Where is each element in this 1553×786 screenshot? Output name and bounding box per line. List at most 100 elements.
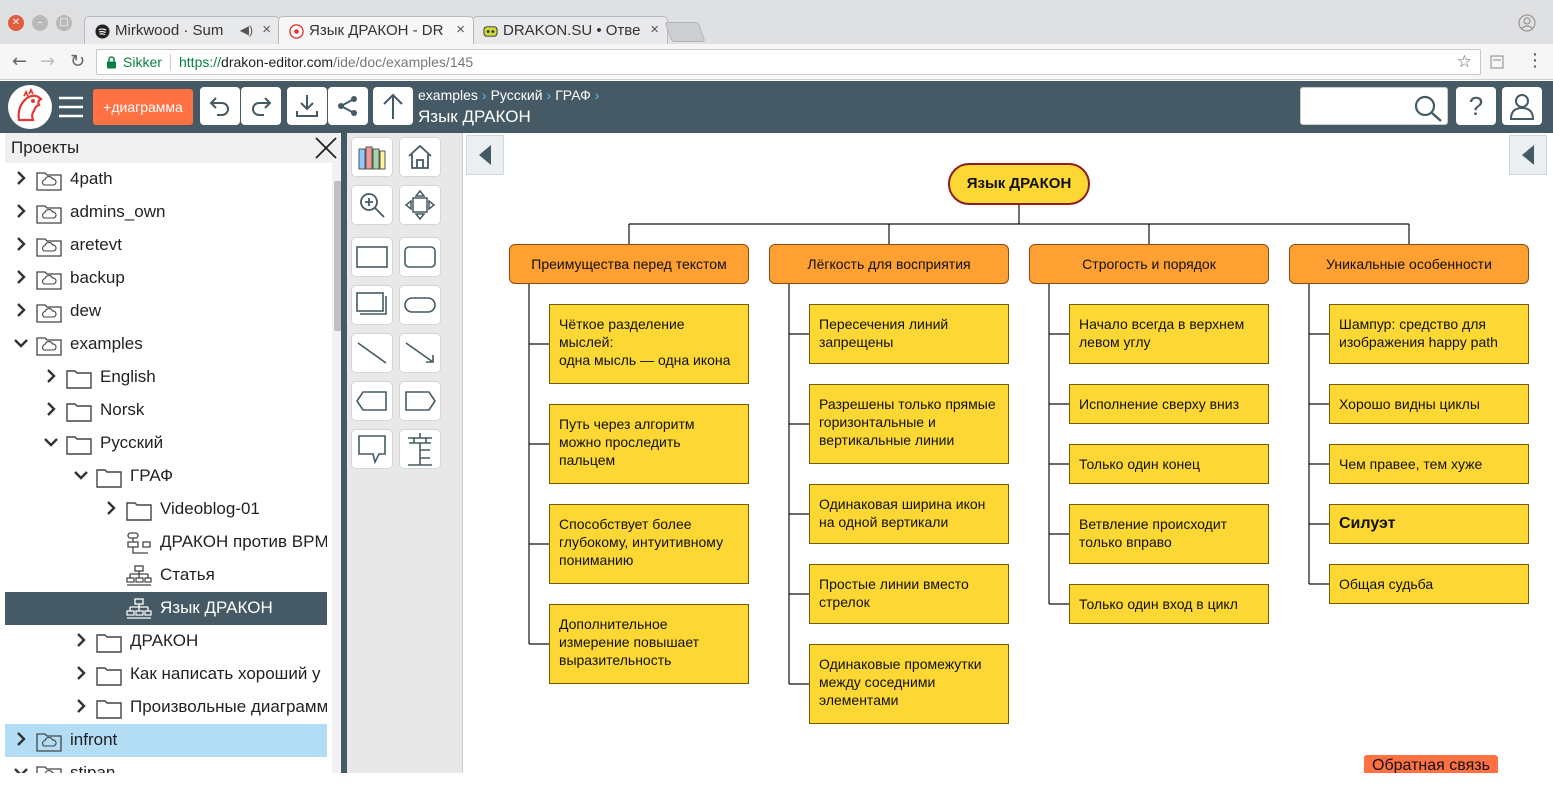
leaf-node[interactable]: Одинаковая ширина икон на одной вертикал… — [809, 484, 1009, 544]
root-node[interactable]: Язык ДРАКОН — [948, 163, 1090, 205]
chevron-right-icon[interactable] — [13, 730, 29, 748]
leaf-node[interactable]: Ветвление происходит только вправо — [1069, 504, 1269, 564]
stacked-rectangle-tool-button[interactable] — [351, 285, 393, 325]
share-button[interactable] — [328, 87, 368, 125]
leaf-node[interactable]: Исполнение сверху вниз — [1069, 384, 1269, 424]
chevron-right-icon[interactable] — [43, 400, 59, 418]
tree-item-project[interactable]: admins_own — [5, 196, 327, 229]
tab-close-icon[interactable]: × — [650, 21, 659, 38]
profile-icon[interactable] — [1518, 14, 1536, 32]
window-close-button[interactable]: ✕ — [8, 15, 24, 31]
chevron-right-icon[interactable] — [73, 697, 89, 715]
chevron-right-icon[interactable] — [13, 202, 29, 220]
column-header[interactable]: Лёгкость для восприятия — [769, 244, 1009, 284]
reload-icon[interactable]: ↻ — [70, 51, 86, 72]
chevron-right-icon[interactable] — [73, 664, 89, 682]
rectangle-tool-button[interactable] — [351, 237, 393, 277]
collapse-left-panel-button[interactable] — [466, 135, 504, 175]
chevron-right-icon[interactable] — [43, 367, 59, 385]
browser-tab-drakon-su[interactable]: DRAKON.SU • Отве × — [472, 16, 668, 44]
tree-item-project[interactable]: infront — [5, 724, 327, 757]
right-tag-tool-button[interactable] — [399, 381, 441, 421]
chevron-down-icon[interactable] — [13, 334, 29, 352]
line-tool-button[interactable] — [351, 333, 393, 373]
bookmark-star-icon[interactable]: ☆ — [1456, 52, 1472, 71]
arrow-tool-button[interactable] — [399, 333, 441, 373]
browser-menu-icon[interactable]: ⋮ — [1526, 50, 1544, 71]
rounded-rectangle-tool-button[interactable] — [399, 237, 441, 277]
leaf-node[interactable]: Только один конец — [1069, 444, 1269, 484]
tree-item-project[interactable]: dew — [5, 295, 327, 328]
leaf-node[interactable]: Чёткое разделение мыслей: одна мысль — о… — [549, 304, 749, 384]
forward-arrow-icon[interactable]: → — [40, 51, 56, 72]
leaf-node[interactable]: Пересечения линий запрещены — [809, 304, 1009, 364]
hamburger-menu-icon[interactable] — [58, 95, 84, 119]
redo-button[interactable] — [241, 87, 281, 125]
tree-item-folder[interactable]: ДРАКОН — [5, 625, 327, 658]
tab-close-icon[interactable]: × — [262, 21, 271, 38]
feedback-button[interactable]: Обратная связь — [1364, 755, 1498, 773]
tree-item-folder[interactable]: Русский — [5, 427, 327, 460]
tree-item-folder[interactable]: Videoblog-01 — [5, 493, 327, 526]
user-button[interactable] — [1502, 87, 1542, 125]
tree-item-project[interactable]: aretevt — [5, 229, 327, 262]
tab-close-icon[interactable]: × — [456, 21, 465, 38]
tree-item-folder[interactable]: ГРАФ — [5, 460, 327, 493]
column-header[interactable]: Уникальные особенности — [1289, 244, 1529, 284]
chevron-right-icon[interactable] — [73, 631, 89, 649]
leaf-node[interactable]: Силуэт — [1329, 504, 1529, 544]
close-icon[interactable] — [314, 136, 338, 160]
leaf-node[interactable]: Дополнительное измерение повышает вырази… — [549, 604, 749, 684]
leaf-node[interactable]: Разрешены только прямые горизонтальные и… — [809, 384, 1009, 464]
zoom-tool-button[interactable] — [351, 185, 393, 225]
tree-item-graph[interactable]: Язык ДРАКОН — [5, 592, 327, 625]
leaf-node[interactable]: Способствует более глубокому, интуитивно… — [549, 504, 749, 584]
leaf-node[interactable]: Начало всегда в верхнем левом углу — [1069, 304, 1269, 364]
leaf-node[interactable]: Одинаковые промежутки между соседними эл… — [809, 644, 1009, 724]
tree-tool-button[interactable] — [399, 429, 441, 469]
leaf-node[interactable]: Простые линии вместо стрелок — [809, 564, 1009, 624]
sidebar-scrollbar[interactable] — [332, 163, 341, 773]
window-maximize-button[interactable]: □ — [56, 15, 72, 31]
column-header[interactable]: Строгость и порядок — [1029, 244, 1269, 284]
tree-item-project[interactable]: backup — [5, 262, 327, 295]
chevron-right-icon[interactable] — [103, 499, 119, 517]
chevron-down-icon[interactable] — [43, 433, 59, 451]
drakon-logo-icon[interactable] — [7, 84, 53, 130]
chevron-down-icon[interactable] — [73, 466, 89, 484]
search-input[interactable] — [1305, 94, 1405, 118]
tree-item-project[interactable]: examples — [5, 328, 327, 361]
collapse-right-panel-button[interactable] — [1509, 135, 1547, 175]
window-minimize-button[interactable]: – — [32, 15, 48, 31]
leaf-node[interactable]: Путь через алгоритм можно проследить пал… — [549, 404, 749, 484]
tree-item-folder[interactable]: English — [5, 361, 327, 394]
pill-tool-button[interactable] — [399, 285, 441, 325]
new-diagram-button[interactable]: +диаграмма — [93, 89, 193, 125]
color-tool-button[interactable] — [351, 137, 393, 177]
tree-item-project[interactable]: 4path — [5, 163, 327, 196]
pan-tool-button[interactable] — [399, 185, 441, 225]
chevron-right-icon[interactable] — [13, 235, 29, 253]
tree-item-folder[interactable]: Произвольные диаграмм — [5, 691, 327, 724]
breadcrumb-item[interactable]: examples — [418, 87, 478, 103]
breadcrumb-item[interactable]: ГРАФ — [555, 87, 591, 103]
scrollbar-thumb[interactable] — [334, 181, 341, 331]
help-button[interactable]: ? — [1456, 87, 1496, 125]
leaf-node[interactable]: Хорошо видны циклы — [1329, 384, 1529, 424]
home-tool-button[interactable] — [399, 137, 441, 177]
back-arrow-icon[interactable]: ← — [12, 51, 28, 72]
chevron-down-icon[interactable] — [13, 763, 29, 773]
go-up-button[interactable] — [373, 87, 413, 125]
column-header[interactable]: Преимущества перед текстом — [509, 244, 749, 284]
chevron-right-icon[interactable] — [13, 169, 29, 187]
address-bar[interactable]: Sikker https://drakon-editor.com/ide/doc… — [96, 49, 1481, 75]
leaf-node[interactable]: Чем правее, тем хуже — [1329, 444, 1529, 484]
search-icon[interactable] — [1413, 94, 1443, 122]
browser-tab-drakon-editor[interactable]: Язык ДРАКОН - DR × — [278, 16, 474, 44]
leaf-node[interactable]: Шампур: средство для изображения happy p… — [1329, 304, 1529, 364]
leaf-node[interactable]: Только один вход в цикл — [1069, 584, 1269, 624]
tree-item-project[interactable]: stipan — [5, 757, 327, 773]
breadcrumb-item[interactable]: Русский — [490, 87, 543, 103]
left-tag-tool-button[interactable] — [351, 381, 393, 421]
browser-tab-mirkwood[interactable]: Mirkwood · Sum ◀︎) × — [84, 16, 280, 44]
